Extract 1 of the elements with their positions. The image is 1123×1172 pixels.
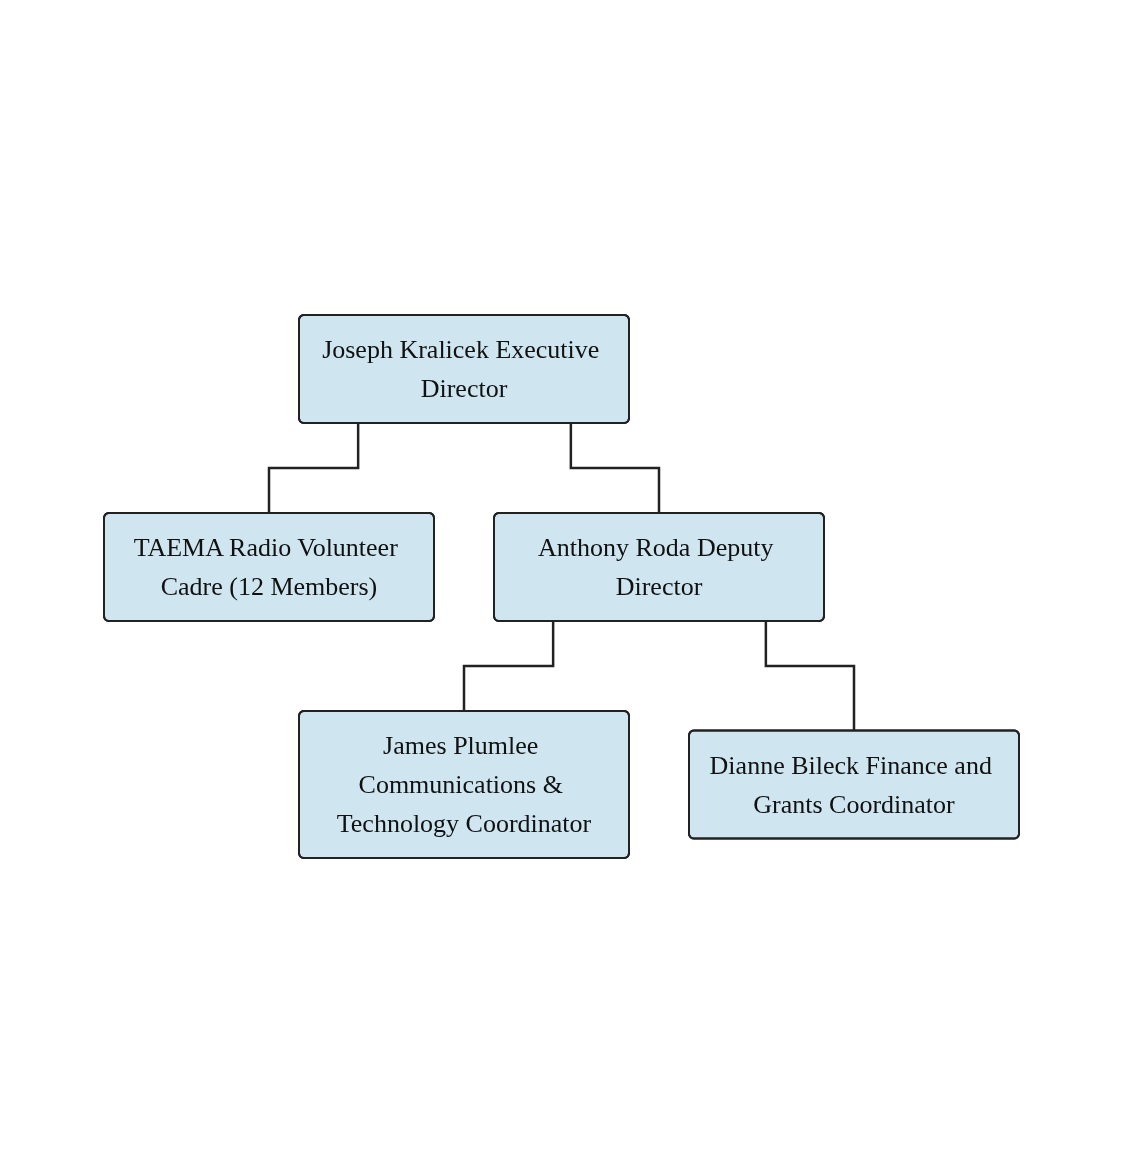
connector — [764, 621, 856, 732]
